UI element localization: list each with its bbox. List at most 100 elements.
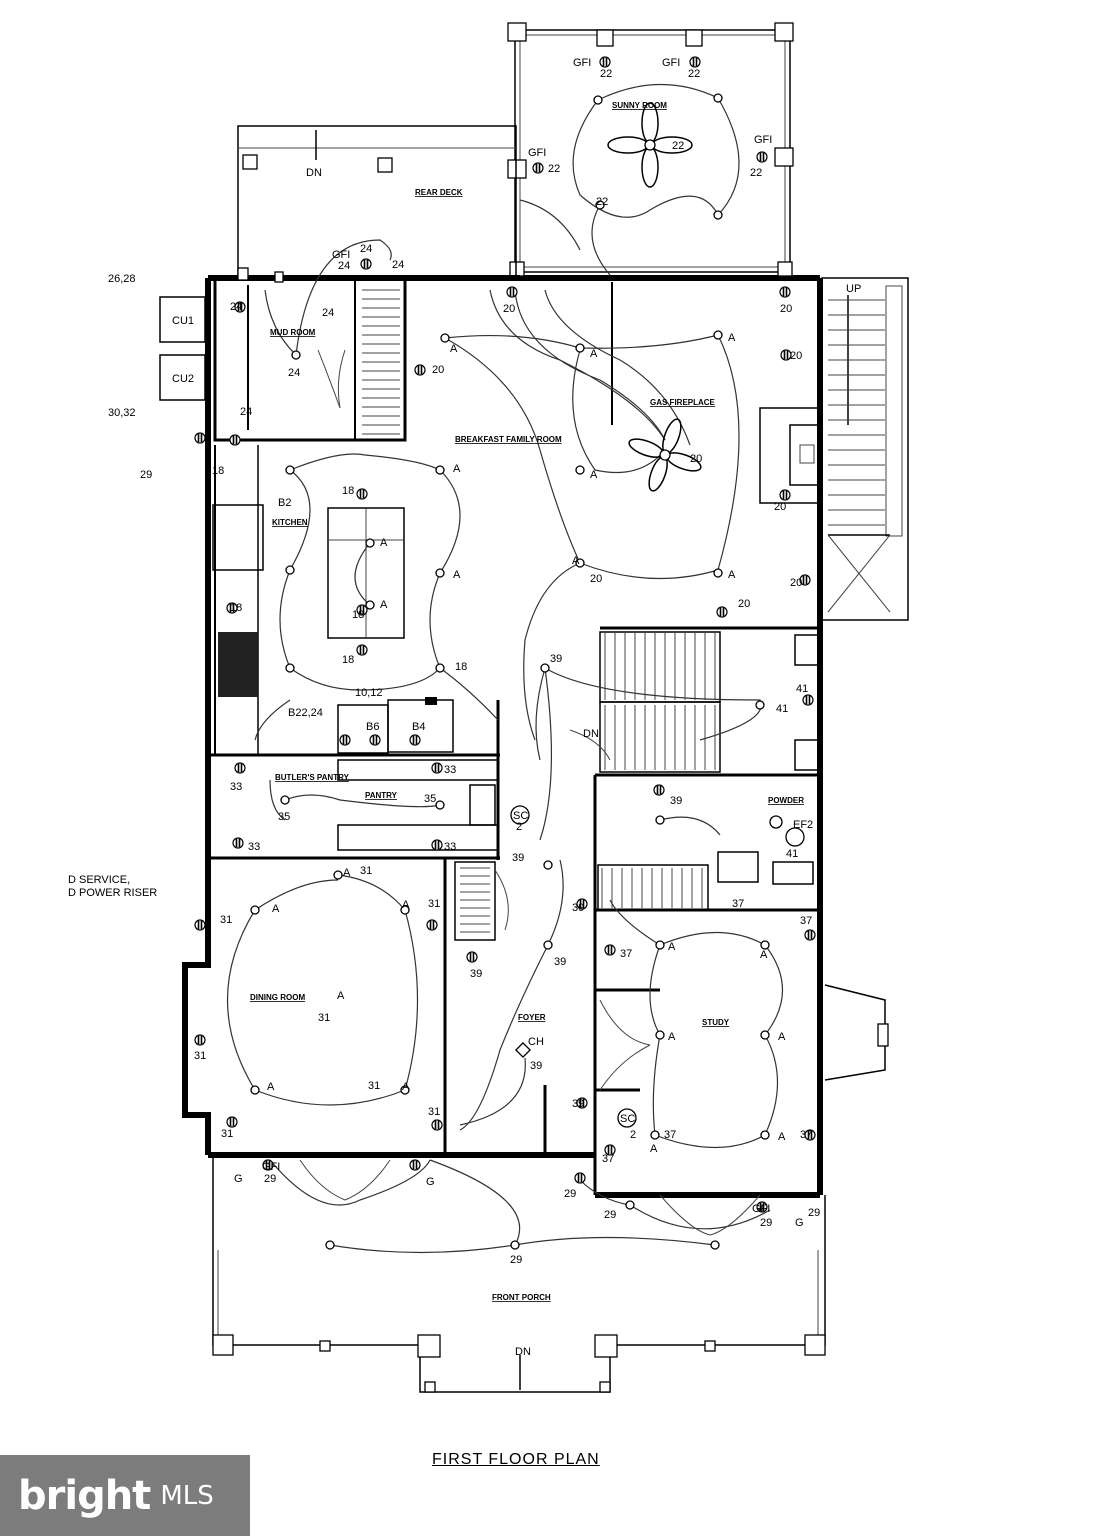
receptacle-symbol	[356, 604, 368, 616]
lbl-gfi-2: GFI	[662, 57, 680, 69]
room-pantry: PANTRY	[365, 791, 398, 800]
lbl-dn-porch: DN	[515, 1346, 531, 1358]
lbl-29-6: 29	[510, 1254, 522, 1266]
receptacle-symbol	[780, 349, 792, 361]
light-fixture	[365, 600, 375, 610]
lbl-31-4: 31	[318, 1012, 330, 1024]
fixture-type-a: A	[402, 1081, 410, 1093]
light-fixture	[280, 795, 290, 805]
fixture-type-a: A	[267, 1081, 275, 1093]
fixture-type-a: A	[450, 343, 458, 355]
lbl-g-2: G	[426, 1176, 435, 1188]
lbl-g-3: G	[795, 1217, 804, 1229]
fixture-type-a: A	[380, 599, 388, 611]
closet-shelving	[362, 289, 400, 435]
lbl-39-8: 39	[572, 1098, 584, 1110]
lbl-29-1: 29	[264, 1173, 276, 1185]
lbl-b4: B4	[412, 721, 425, 733]
kitchen-island	[327, 507, 405, 639]
light-fixture	[655, 815, 665, 825]
light-fixture	[250, 905, 260, 915]
lbl-b6: B6	[366, 721, 379, 733]
receptacle-symbol	[804, 929, 816, 941]
receptacle-symbol	[576, 1097, 588, 1109]
lbl-gfi-3: GFI	[754, 134, 772, 146]
receptacle-symbol	[506, 286, 518, 298]
lbl-20-fan: 20	[690, 453, 702, 465]
light-fixture	[435, 568, 445, 578]
lbl-24-1: 24	[360, 243, 372, 255]
fixture-type-a: A	[402, 899, 410, 911]
receptacle-symbol	[409, 734, 421, 746]
lbl-gfi-5: GFI	[332, 249, 350, 261]
receptacle-symbol	[779, 489, 791, 501]
light-fixture	[285, 565, 295, 575]
lbl-24-5: 24	[322, 307, 334, 319]
fixture-type-a: A	[337, 990, 345, 1002]
lbl-18-3: 18	[342, 654, 354, 666]
receptacle-symbol	[232, 837, 244, 849]
room-kitchen: KITCHEN	[272, 518, 308, 527]
lbl-31-1: 31	[220, 914, 232, 926]
lbl-22-1: 22	[600, 68, 612, 80]
lbl-33-1: 33	[230, 781, 242, 793]
lbl-2-2: 2	[630, 1129, 636, 1141]
lbl-24-7: 24	[240, 406, 252, 418]
receptacle-symbol	[532, 162, 544, 174]
front-porch	[212, 1155, 826, 1393]
lbl-dn-deck: DN	[306, 167, 322, 179]
main-stair-treads	[604, 632, 716, 770]
receptacle-symbol	[716, 606, 728, 618]
sc-label-1: SC	[513, 810, 528, 822]
light-fixture	[333, 870, 343, 880]
lbl-18-6: 18	[212, 465, 224, 477]
receptacle-symbol	[804, 1129, 816, 1141]
lbl-39-6: 39	[470, 968, 482, 980]
lbl-gfi-1: GFI	[573, 57, 591, 69]
rear-deck	[237, 125, 517, 279]
light-fixture	[285, 465, 295, 475]
lbl-39-1: 39	[550, 653, 562, 665]
lbl-39-2: 39	[670, 795, 682, 807]
light-fixture	[435, 800, 445, 810]
lbl-dn-stair: DN	[583, 728, 599, 740]
light-fixture	[755, 700, 765, 710]
light-fixture	[760, 1130, 770, 1140]
fixture-type-a: A	[728, 569, 736, 581]
light-fixture	[435, 465, 445, 475]
receptacle-symbol	[779, 286, 791, 298]
service-stair-treads	[460, 867, 703, 933]
lbl-41-2: 41	[776, 703, 788, 715]
lbl-3032: 30,32	[108, 407, 136, 419]
light-fixture	[575, 465, 585, 475]
lbl-24-6: 24	[288, 367, 300, 379]
lbl-37-5: 37	[800, 1129, 812, 1141]
room-foyer: FOYER	[518, 1013, 546, 1022]
light-fixture	[365, 538, 375, 548]
light-fixture	[760, 1030, 770, 1040]
lbl-22-3: 22	[750, 167, 762, 179]
light-fixture	[650, 1130, 660, 1140]
room-deck: REAR DECK	[415, 188, 463, 197]
lbl-20-5: 20	[774, 501, 786, 513]
lbl-2628: 26,28	[108, 273, 136, 285]
lbl-20-4: 20	[790, 350, 802, 362]
door-swings	[299, 349, 761, 1236]
light-fixture	[625, 1200, 635, 1210]
light-fixture	[713, 93, 723, 103]
lbl-37-4: 37	[664, 1129, 676, 1141]
fixture-type-a: A	[572, 555, 580, 567]
lbl-gfi-6: GFI	[262, 1161, 280, 1173]
fixture-type-a: A	[343, 867, 351, 879]
lbl-24-4: 24	[230, 301, 242, 313]
appliances	[337, 697, 454, 754]
fixture-type-a: A	[590, 469, 598, 481]
service-riser-note: D SERVICE, D POWER RISER	[68, 874, 157, 900]
receptacle-symbol	[431, 1119, 443, 1131]
receptacle-symbol	[431, 762, 443, 774]
receptacle-symbol	[604, 944, 616, 956]
light-fixture	[593, 95, 603, 105]
service-note-line2: D POWER RISER	[68, 887, 158, 899]
lbl-g-1: G	[234, 1173, 243, 1185]
lbl-gfi-7: GFI	[752, 1203, 770, 1215]
